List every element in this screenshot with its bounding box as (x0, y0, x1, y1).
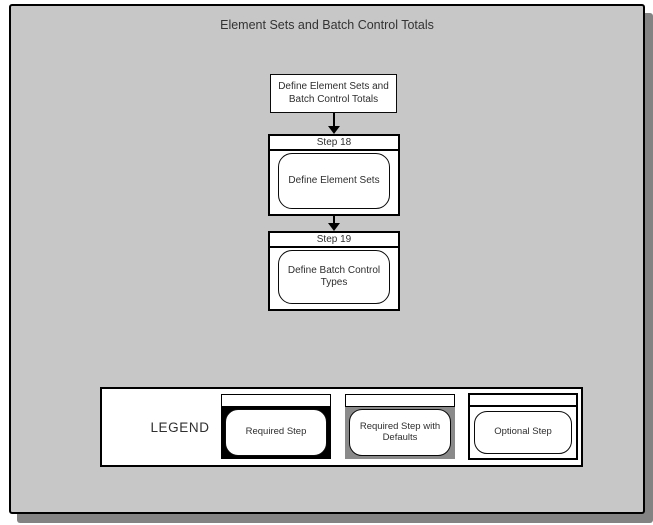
arrow-head-icon (328, 223, 340, 231)
legend-item-header (221, 394, 331, 407)
step-19-body: Define Batch Control Types (270, 248, 398, 309)
legend-item-node: Required Step with Defaults (349, 409, 451, 456)
diagram-title: Element Sets and Batch Control Totals (220, 18, 434, 32)
legend-item-body: Optional Step (470, 409, 576, 458)
legend-item-required-step-with-defaults: Required Step with Defaults (345, 394, 455, 459)
legend-item-header (345, 394, 455, 407)
step-18-body: Define Element Sets (270, 151, 398, 214)
flow-start-box: Define Element Sets and Batch Control To… (270, 74, 397, 113)
legend-item-body: Required Step with Defaults (345, 407, 455, 459)
step-19-node: Define Batch Control Types (278, 250, 390, 304)
arrow-line (333, 216, 335, 224)
legend-item-body: Required Step (221, 407, 331, 459)
step-19-header: Step 19 (270, 233, 398, 248)
legend-item-optional-step: Optional Step (468, 393, 578, 460)
legend-item-header (470, 395, 576, 407)
step-18-node: Define Element Sets (278, 153, 390, 209)
arrow-head-icon (328, 126, 340, 134)
step-18-box: Step 18 Define Element Sets (268, 134, 400, 216)
step-19-box: Step 19 Define Batch Control Types (268, 231, 400, 311)
legend-item-node: Optional Step (474, 411, 572, 454)
diagram-panel: Element Sets and Batch Control Totals De… (9, 4, 645, 514)
legend-item-required-step: Required Step (221, 394, 331, 459)
arrow-line (333, 113, 335, 126)
legend-title: LEGEND (150, 419, 210, 435)
legend-item-node: Required Step (225, 409, 327, 456)
legend-box: LEGEND Required Step Required Step with … (100, 387, 583, 467)
step-18-header: Step 18 (270, 136, 398, 151)
